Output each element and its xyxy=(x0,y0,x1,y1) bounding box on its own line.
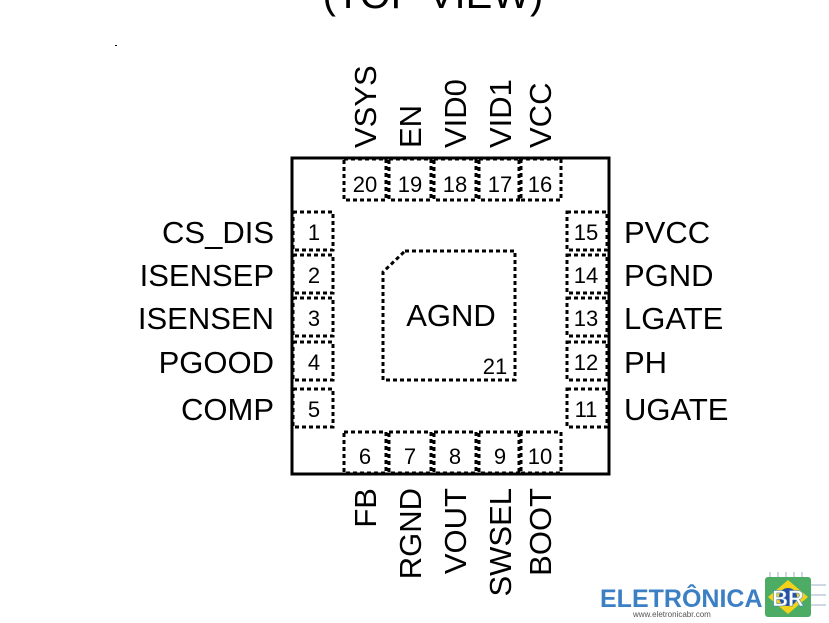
pin-number-8: 8 xyxy=(449,444,461,469)
pin-label-vsys: VSYS xyxy=(348,65,383,148)
pin-pad-16 xyxy=(517,157,563,202)
pin-number-4: 4 xyxy=(308,350,320,375)
pin-pad-14 xyxy=(565,253,609,295)
pin-label-vid1: VID1 xyxy=(483,79,518,148)
pin-number-7: 7 xyxy=(404,444,416,469)
pins-group: 20VSYS19EN18VID017VID116VCC6FB7RGND8VOUT… xyxy=(138,65,729,596)
pin-pad-18 xyxy=(432,157,478,202)
center-pad-number: 21 xyxy=(483,354,507,379)
pin-pad-7 xyxy=(387,430,433,475)
pin-number-14: 14 xyxy=(574,263,598,288)
pin-pad-19 xyxy=(387,157,433,202)
pin-pad-12 xyxy=(565,340,609,382)
pin-label-pvcc: PVCC xyxy=(624,215,710,250)
pin-pad-2 xyxy=(291,253,335,295)
pin-number-1: 1 xyxy=(308,220,320,245)
exposed-pad-agnd xyxy=(381,249,517,382)
pin-label-comp: COMP xyxy=(181,392,274,427)
watermark-suffix: BR xyxy=(772,586,804,611)
pin-pad-13 xyxy=(565,296,609,338)
pin-pad-5 xyxy=(291,387,335,429)
pin-label-cs-dis: CS_DIS xyxy=(162,215,274,250)
pin-label-lgate: LGATE xyxy=(624,301,723,336)
pin-number-12: 12 xyxy=(574,350,598,375)
pin-number-6: 6 xyxy=(359,444,371,469)
pin-label-pgood: PGOOD xyxy=(159,345,274,380)
pin-number-18: 18 xyxy=(443,172,467,197)
watermark-brand: ELETRÔNICA xyxy=(600,583,763,613)
pin-pad-11 xyxy=(565,387,609,429)
pin-number-10: 10 xyxy=(528,444,552,469)
pin-pad-20 xyxy=(342,157,388,202)
pin-pad-3 xyxy=(291,296,335,338)
pin-pad-9 xyxy=(477,430,523,475)
pin-label-swsel: SWSEL xyxy=(483,488,518,597)
pin-number-9: 9 xyxy=(494,444,506,469)
pin-number-3: 3 xyxy=(308,306,320,331)
pin-label-vout: VOUT xyxy=(438,488,473,574)
watermark-url: www.eletronicabr.com xyxy=(632,610,711,619)
pin-number-5: 5 xyxy=(308,397,320,422)
pin-number-19: 19 xyxy=(398,172,422,197)
pin-number-20: 20 xyxy=(353,172,377,197)
pin-label-vid0: VID0 xyxy=(438,79,473,148)
pin-label-boot: BOOT xyxy=(523,488,558,576)
center-pad-label: AGND xyxy=(406,298,496,333)
pin-label-ugate: UGATE xyxy=(624,392,729,427)
watermark-logo: ELETRÔNICA www.eletronicabr.com BR xyxy=(600,572,826,619)
pin-pad-17 xyxy=(477,157,523,202)
pin-number-16: 16 xyxy=(528,172,552,197)
pin-number-2: 2 xyxy=(308,263,320,288)
pin-label-isensep: ISENSEP xyxy=(140,258,274,293)
pin-pad-8 xyxy=(432,430,478,475)
pin-label-en: EN xyxy=(393,105,428,148)
pin-number-13: 13 xyxy=(574,306,598,331)
pin-label-isensen: ISENSEN xyxy=(138,301,274,336)
pin-label-vcc: VCC xyxy=(523,83,558,148)
diagram-title: (TOP VIEW) xyxy=(323,0,544,17)
pin-label-rgnd: RGND xyxy=(393,488,428,579)
pin-pad-4 xyxy=(291,340,335,382)
pin-pad-15 xyxy=(565,210,609,252)
pin-number-11: 11 xyxy=(575,397,598,422)
pin-pad-6 xyxy=(342,430,388,475)
pin-label-ph: PH xyxy=(624,345,667,380)
chip-icon: BR xyxy=(765,572,826,617)
pin-pad-10 xyxy=(517,430,563,475)
pin-number-17: 17 xyxy=(488,172,512,197)
pin-label-fb: FB xyxy=(348,488,383,528)
pin-number-15: 15 xyxy=(574,220,598,245)
pin-pad-1 xyxy=(291,210,335,252)
pin-label-pgnd: PGND xyxy=(624,258,714,293)
stray-mark xyxy=(115,45,117,46)
